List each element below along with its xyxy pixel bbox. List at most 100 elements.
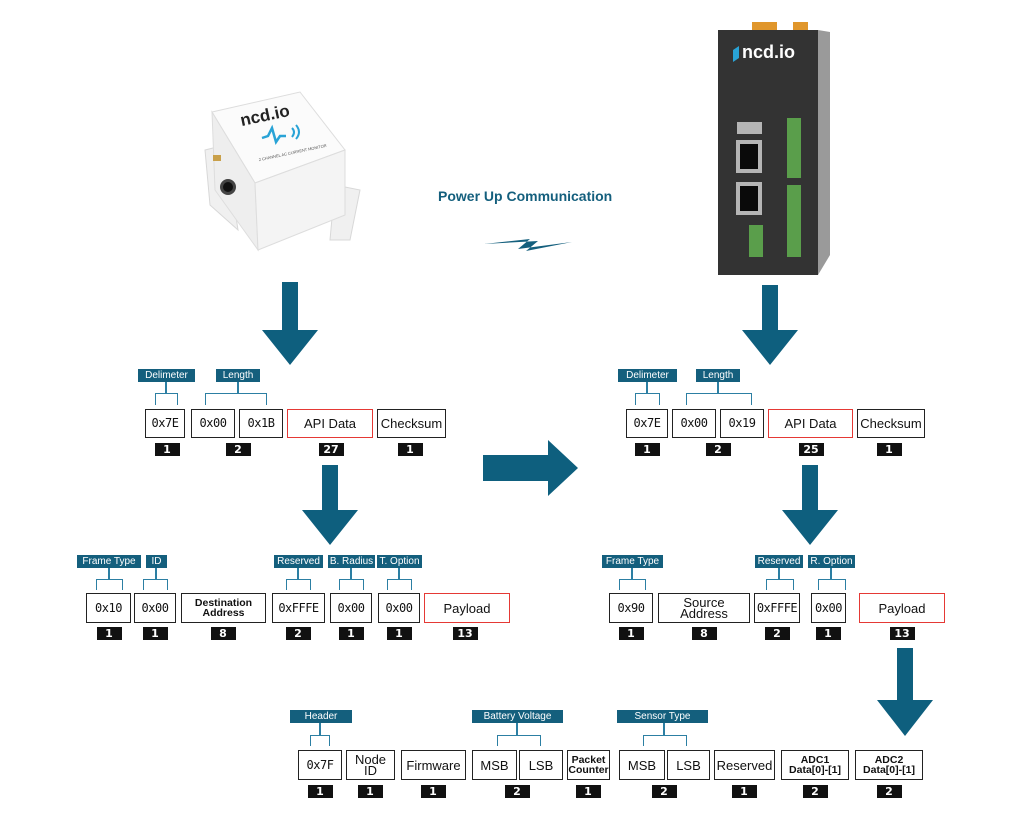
arrow-right-transfer (483, 440, 578, 496)
field-box: Destination Address (181, 593, 266, 623)
byte-size-badge: 2 (764, 627, 790, 640)
byte-size-badge: 27 (318, 443, 344, 456)
byte-size-badge: 1 (338, 627, 364, 640)
bracket-stem (297, 568, 299, 579)
sensor-api-label: T. Option (377, 555, 422, 568)
gateway-api-label: R. Option (808, 555, 855, 568)
byte-size-badge: 1 (397, 443, 423, 456)
byte-size-badge: 8 (210, 627, 236, 640)
payload-label: Sensor Type (617, 710, 708, 723)
field-box: 0x00 (330, 593, 372, 623)
field-box: 0xFFFE (272, 593, 325, 623)
bracket-stem (631, 568, 633, 579)
byte-size-badge: 2 (802, 785, 828, 798)
field-box: Firmware (401, 750, 466, 780)
bracket-stem (646, 382, 648, 393)
field-box: MSB (472, 750, 517, 780)
field-box: API Data (768, 409, 853, 438)
gateway-frame-label: Delimeter (618, 369, 677, 382)
byte-size-badge: 13 (452, 627, 478, 640)
field-box: 0x7F (298, 750, 342, 780)
field-box: ADC1 Data[0]-[1] (781, 750, 849, 780)
byte-size-badge: 1 (307, 785, 333, 798)
group-bracket (686, 393, 752, 405)
bracket-stem (717, 382, 719, 393)
byte-size-badge: 1 (154, 443, 180, 456)
field-box: 0xFFFE (754, 593, 800, 623)
byte-size-badge: 1 (96, 627, 122, 640)
byte-size-badge: 1 (634, 443, 660, 456)
sensor-frame-label: Delimeter (138, 369, 195, 382)
bracket-stem (830, 568, 832, 579)
wireless-link-icon (484, 239, 572, 251)
byte-size-badge: 2 (504, 785, 530, 798)
field-box: 0x10 (86, 593, 131, 623)
field-box: Checksum (857, 409, 925, 438)
field-box: API Data (287, 409, 373, 438)
byte-size-badge: 1 (142, 627, 168, 640)
bracket-stem (398, 568, 400, 579)
group-bracket (310, 735, 330, 746)
field-box: 0x90 (609, 593, 653, 623)
group-bracket (96, 579, 123, 590)
bracket-stem (108, 568, 110, 579)
gateway-frame-label: Length (696, 369, 740, 382)
byte-size-badge: 2 (651, 785, 677, 798)
group-bracket (818, 579, 846, 590)
group-bracket (155, 393, 178, 405)
field-box: Packet Counter (567, 750, 610, 780)
bracket-stem (155, 568, 157, 579)
gateway-api-label: Frame Type (602, 555, 663, 568)
sensor-api-label: Frame Type (77, 555, 141, 568)
group-bracket (205, 393, 267, 405)
arrow-down-payload (877, 648, 933, 736)
group-bracket (497, 735, 541, 746)
byte-size-badge: 1 (731, 785, 757, 798)
group-bracket (387, 579, 412, 590)
payload-label: Battery Voltage (472, 710, 563, 723)
payload-label: Header (290, 710, 352, 723)
arrow-down-sensor (262, 282, 318, 365)
bracket-stem (350, 568, 352, 579)
byte-size-badge: 1 (357, 785, 383, 798)
field-box: 0x1B (239, 409, 283, 438)
byte-size-badge: 25 (798, 443, 824, 456)
byte-size-badge: 1 (575, 785, 601, 798)
field-box: 0x19 (720, 409, 764, 438)
bracket-stem (319, 723, 321, 735)
group-bracket (643, 735, 687, 746)
field-box: MSB (619, 750, 665, 780)
bracket-stem (165, 382, 167, 393)
arrow-down-sensor-api (302, 465, 358, 545)
byte-size-badge: 1 (876, 443, 902, 456)
gateway-api-label: Reserved (755, 555, 803, 568)
field-box: Reserved (714, 750, 775, 780)
group-bracket (339, 579, 364, 590)
field-box: 0x00 (134, 593, 176, 623)
byte-size-badge: 1 (618, 627, 644, 640)
bracket-stem (237, 382, 239, 393)
byte-size-badge: 2 (225, 443, 251, 456)
arrow-down-gateway (742, 285, 798, 365)
field-box: LSB (667, 750, 710, 780)
field-box: ADC2 Data[0]-[1] (855, 750, 923, 780)
field-box: Node ID (346, 750, 395, 780)
byte-size-badge: 1 (815, 627, 841, 640)
power-up-communication-title: Power Up Communication (438, 188, 613, 204)
byte-size-badge: 8 (691, 627, 717, 640)
field-box: 0x00 (811, 593, 846, 623)
group-bracket (619, 579, 646, 590)
field-box: Payload (424, 593, 510, 623)
field-box: 0x7E (626, 409, 668, 438)
group-bracket (635, 393, 660, 405)
field-box: Payload (859, 593, 945, 623)
byte-size-badge: 2 (876, 785, 902, 798)
arrow-down-gateway-api (782, 465, 838, 545)
byte-size-badge: 1 (420, 785, 446, 798)
sensor-frame-label: Length (216, 369, 260, 382)
byte-size-badge: 13 (889, 627, 915, 640)
bracket-stem (516, 723, 518, 735)
group-bracket (286, 579, 311, 590)
